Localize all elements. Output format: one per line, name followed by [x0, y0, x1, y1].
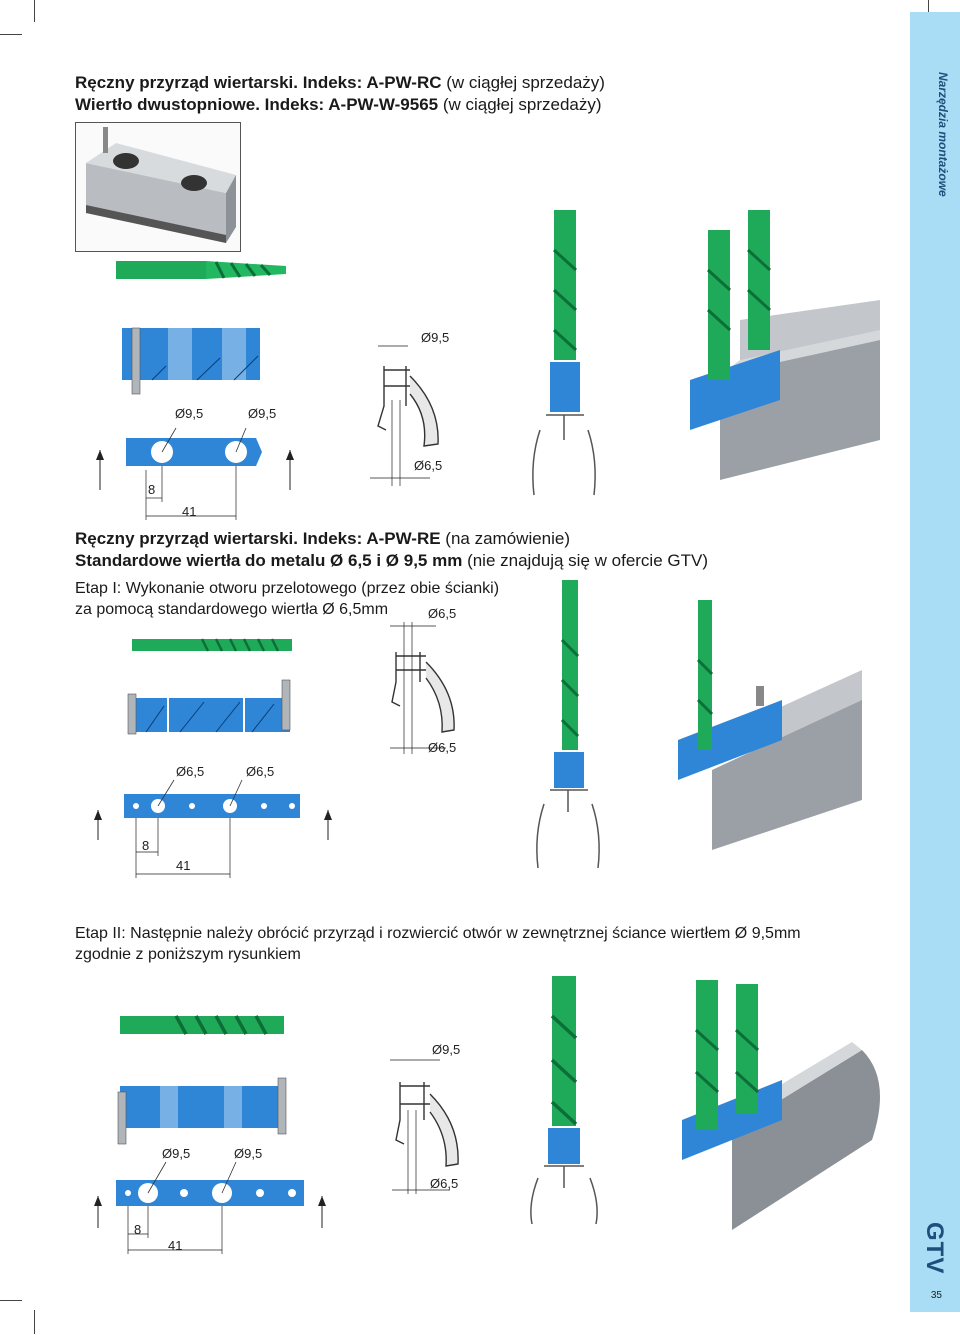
jig-3d-on-profile [690, 210, 880, 480]
dim-top: Ø9,5 [421, 330, 450, 345]
dim-41: 41 [182, 504, 197, 519]
jig-top-view [96, 427, 294, 520]
profile-cross-section-3 [390, 1059, 459, 1194]
dim-8: 8 [134, 1222, 142, 1237]
gtv-logo: GTV [921, 1222, 948, 1275]
jig-photo-drawing [86, 127, 236, 243]
profile-cross-section-2 [390, 622, 455, 754]
sidebar-category-label: Narzędzia montażowe [936, 72, 950, 197]
drill-on-profile-front [532, 210, 596, 496]
drill-on-profile-front-2 [536, 580, 600, 869]
section1-heading: Ręczny przyrząd wiertarski. Indeks: A-PW… [75, 73, 605, 114]
crop-mark [0, 1300, 22, 1301]
jig-3d-on-profile-3 [682, 980, 880, 1230]
standard-drill-bit-9-5 [120, 1015, 284, 1035]
jig-top-view-3 [94, 1161, 326, 1254]
profile-cross-section [370, 345, 439, 486]
dim-hole-a: Ø6,5 [176, 764, 205, 779]
crop-mark [0, 34, 22, 35]
dim-8: 8 [142, 838, 150, 853]
dim-bottom: Ø6,5 [428, 740, 457, 755]
drill-on-profile-front-3 [530, 976, 598, 1225]
crop-mark [34, 1310, 35, 1334]
jig-top-view-2 [94, 779, 332, 878]
dim-hole-b: Ø9,5 [248, 406, 277, 421]
dim-41: 41 [176, 858, 191, 873]
standard-drill-bit-6-5 [132, 638, 292, 652]
jig-side-section-2 [127, 679, 291, 735]
dim-top: Ø9,5 [432, 1042, 461, 1057]
crop-mark [928, 0, 929, 22]
dim-top: Ø6,5 [428, 606, 457, 621]
jig-photo [75, 122, 241, 252]
dim-hole-b: Ø6,5 [246, 764, 275, 779]
dim-hole-b: Ø9,5 [234, 1146, 263, 1161]
stepped-drill-bit [116, 261, 286, 279]
dim-bottom: Ø6,5 [414, 458, 443, 473]
step1-text: Etap I: Wykonanie otworu przelotowego (p… [75, 580, 500, 618]
dim-bottom: Ø6,5 [430, 1176, 459, 1191]
dim-8: 8 [148, 482, 156, 497]
dim-hole-a: Ø9,5 [162, 1146, 191, 1161]
dim-41: 41 [168, 1238, 183, 1253]
step2-text: Etap II: Następnie należy obrócić przyrz… [75, 925, 801, 963]
sidebar-strip: Narzędzia montażowe GTV 35 [910, 12, 960, 1312]
crop-mark [34, 0, 35, 22]
section2-heading: Ręczny przyrząd wiertarski. Indeks: A-PW… [75, 529, 708, 570]
jig-side-section [122, 327, 260, 395]
page-number: 35 [930, 1290, 942, 1301]
jig-3d-on-profile-2 [678, 600, 862, 850]
dim-hole-a: Ø9,5 [175, 406, 204, 421]
jig-side-section-3 [117, 1077, 287, 1145]
